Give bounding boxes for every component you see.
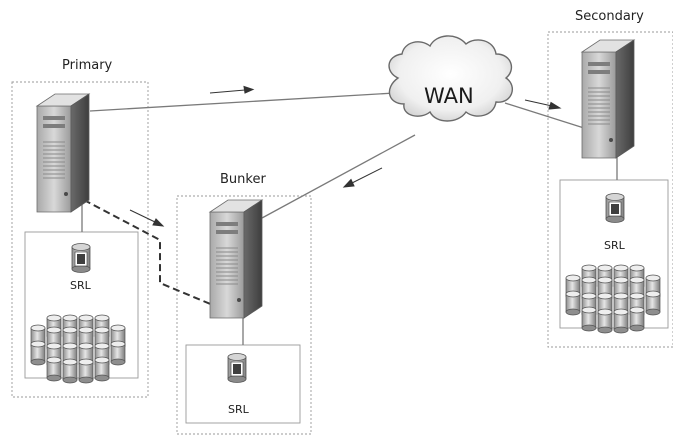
wan-secondary-link [504, 102, 585, 129]
wan-cloud [388, 35, 514, 122]
wan-bunker-link [261, 134, 416, 219]
primary-site-boundary [11, 81, 149, 398]
bunker-site-label: Bunker [220, 172, 266, 187]
bunker-server-icon [209, 199, 263, 319]
wan-label: WAN [424, 84, 474, 108]
bunker-srl-label: SRL [228, 403, 249, 416]
secondary-srl-label: SRL [604, 239, 625, 252]
arrow-primary-to-bunker [129, 209, 165, 227]
arrow-primary-to-wan [209, 85, 255, 94]
primary-server-icon [36, 93, 90, 213]
arrow-wan-to-secondary [524, 99, 562, 110]
primary-site-label: Primary [62, 58, 113, 73]
primary-wan-link [89, 92, 396, 112]
arrow-wan-to-bunker [342, 167, 383, 188]
primary-srl-icon [71, 243, 91, 273]
secondary-srl-icon [605, 193, 625, 223]
secondary-site-label: Secondary [575, 9, 644, 24]
bunker-site-boundary [176, 195, 312, 435]
secondary-server-icon [581, 39, 635, 159]
bunker-srl-icon [227, 353, 247, 383]
primary-srl-label: SRL [70, 279, 91, 292]
